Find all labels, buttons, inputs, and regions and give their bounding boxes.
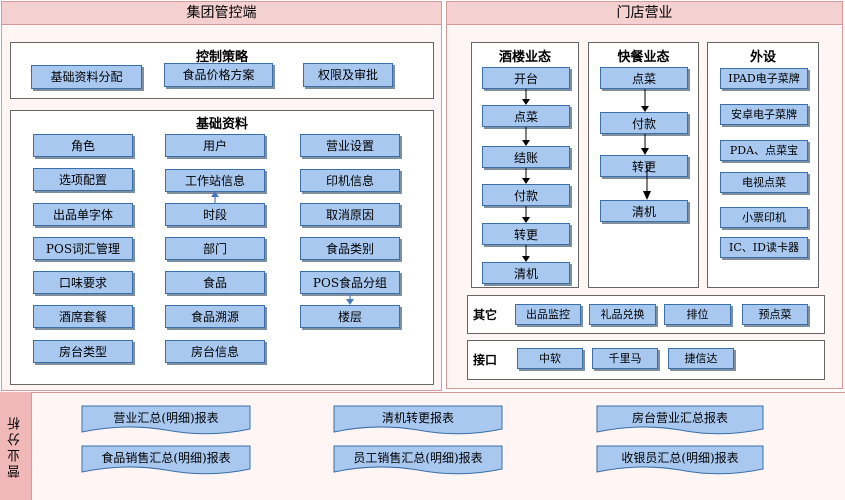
checkout-step[interactable]: 结账 <box>482 146 570 168</box>
qianlima-box[interactable]: 千里马 <box>592 348 658 369</box>
report-business-summary[interactable]: 营业汇总(明细)报表 <box>81 405 251 435</box>
shift-change-step[interactable]: 转更 <box>482 223 570 245</box>
output-font-box[interactable]: 出品单字体 <box>33 203 133 226</box>
report-food-sales-label: 食品销售汇总(明细)报表 <box>101 451 231 465</box>
store-business-title: 门店营业 <box>447 2 842 25</box>
report-food-sales[interactable]: 食品销售汇总(明细)报表 <box>81 445 251 475</box>
report-cashier-summary[interactable]: 收银员汇总(明细)报表 <box>596 445 764 475</box>
pos-food-group-box[interactable]: POS食品分组 <box>300 271 400 294</box>
control-strategy-title: 控制策略 <box>195 50 248 65</box>
pos-vocab-box[interactable]: POS词汇管理 <box>33 237 133 260</box>
report-clear-shift-label: 清机转更报表 <box>381 411 454 425</box>
gift-exchange-box[interactable]: 礼品兑换 <box>589 304 656 325</box>
others-label: 其它 <box>473 308 498 322</box>
report-table-business[interactable]: 房台营业汇总报表 <box>596 405 764 435</box>
table-type-box[interactable]: 房台类型 <box>33 340 133 363</box>
time-slot-box[interactable]: 时段 <box>165 203 265 226</box>
interface-label: 接口 <box>473 353 498 367</box>
analysis-side-label: 营业分析 <box>0 392 32 500</box>
fastfood-payment-step[interactable]: 付款 <box>600 112 688 134</box>
ipad-menu-box[interactable]: IPAD电子菜牌 <box>720 68 808 89</box>
card-reader-box[interactable]: IC、ID读卡器 <box>720 237 808 258</box>
clear-machine-step[interactable]: 清机 <box>482 262 570 284</box>
taste-requirement-box[interactable]: 口味要求 <box>33 271 133 294</box>
time-slot-to-workstation-arrow <box>211 191 219 204</box>
pda-order-box[interactable]: PDA、点菜宝 <box>720 140 808 161</box>
report-business-summary-label: 营业汇总(明细)报表 <box>113 411 219 425</box>
option-config-box[interactable]: 选项配置 <box>33 168 133 191</box>
report-staff-sales-label: 员工销售汇总(明细)报表 <box>353 451 483 465</box>
food-price-scheme-box[interactable]: 食品价格方案 <box>164 63 273 87</box>
report-cashier-summary-label: 收银员汇总(明细)报表 <box>621 451 739 465</box>
printer-info-box[interactable]: 印机信息 <box>300 169 400 192</box>
order-dish-step[interactable]: 点菜 <box>482 105 570 127</box>
banquet-set-box[interactable]: 酒席套餐 <box>33 305 133 328</box>
floor-box[interactable]: 楼层 <box>300 305 400 328</box>
food-group-to-floor-arrow <box>346 293 354 305</box>
fastfood-flow-arrows <box>641 89 651 200</box>
table-info-box[interactable]: 房台信息 <box>165 340 265 363</box>
output-monitor-box[interactable]: 出品监控 <box>515 304 581 325</box>
fastfood-title: 快餐业态 <box>617 50 670 65</box>
food-trace-box[interactable]: 食品溯源 <box>165 305 265 328</box>
restaurant-title: 酒楼业态 <box>498 50 551 65</box>
report-staff-sales[interactable]: 员工销售汇总(明细)报表 <box>333 445 503 475</box>
workstation-info-box[interactable]: 工作站信息 <box>165 169 265 192</box>
queue-box[interactable]: 排位 <box>664 304 731 325</box>
food-box[interactable]: 食品 <box>165 271 265 294</box>
analysis-label: 营业分析 <box>8 414 23 478</box>
peripheral-title: 外设 <box>749 50 776 65</box>
user-box[interactable]: 用户 <box>165 134 265 157</box>
group-control-title: 集团管控端 <box>2 2 441 25</box>
tv-order-box[interactable]: 电视点菜 <box>720 172 808 193</box>
fastfood-shift-change-step[interactable]: 转更 <box>600 155 688 177</box>
payment-step[interactable]: 付款 <box>482 184 570 206</box>
zhongruan-box[interactable]: 中软 <box>517 348 583 369</box>
fastfood-order-step[interactable]: 点菜 <box>600 67 688 89</box>
fastfood-clear-machine-step[interactable]: 清机 <box>600 200 688 222</box>
pre-order-box[interactable]: 预点菜 <box>742 304 808 325</box>
food-category-box[interactable]: 食品类别 <box>300 237 400 260</box>
business-settings-box[interactable]: 营业设置 <box>300 134 400 157</box>
report-table-business-label: 房台营业汇总报表 <box>631 411 728 425</box>
restaurant-flow-arrows <box>522 89 530 262</box>
open-table-step[interactable]: 开台 <box>482 67 570 89</box>
role-box[interactable]: 角色 <box>33 134 133 157</box>
basic-data-assign-box[interactable]: 基础资料分配 <box>31 65 142 89</box>
cancel-reason-box[interactable]: 取消原因 <box>300 203 400 226</box>
receipt-printer-box[interactable]: 小票印机 <box>720 207 808 228</box>
basic-data-title: 基础资料 <box>195 117 248 132</box>
android-menu-box[interactable]: 安卓电子菜牌 <box>720 104 808 125</box>
report-clear-shift[interactable]: 清机转更报表 <box>333 405 503 435</box>
department-box[interactable]: 部门 <box>165 237 265 260</box>
permission-approval-box[interactable]: 权限及审批 <box>303 63 393 87</box>
jiexinda-box[interactable]: 捷信达 <box>668 348 734 369</box>
